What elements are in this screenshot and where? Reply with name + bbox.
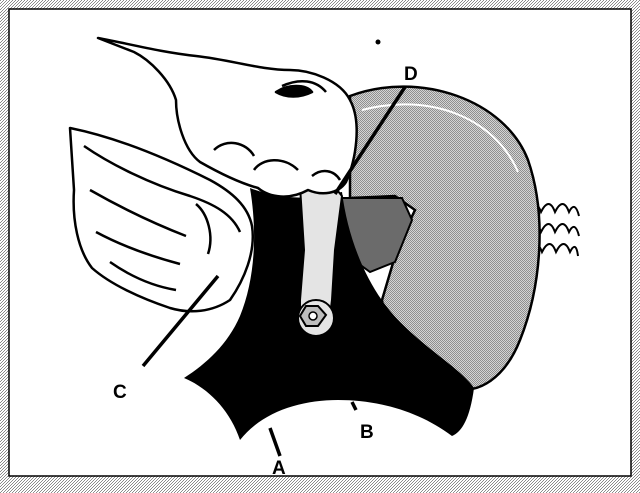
callout-b: B	[360, 422, 374, 443]
callout-a: A	[272, 458, 286, 479]
callout-d: D	[404, 64, 418, 85]
dot-mark	[376, 40, 381, 45]
callout-c: C	[113, 382, 127, 403]
